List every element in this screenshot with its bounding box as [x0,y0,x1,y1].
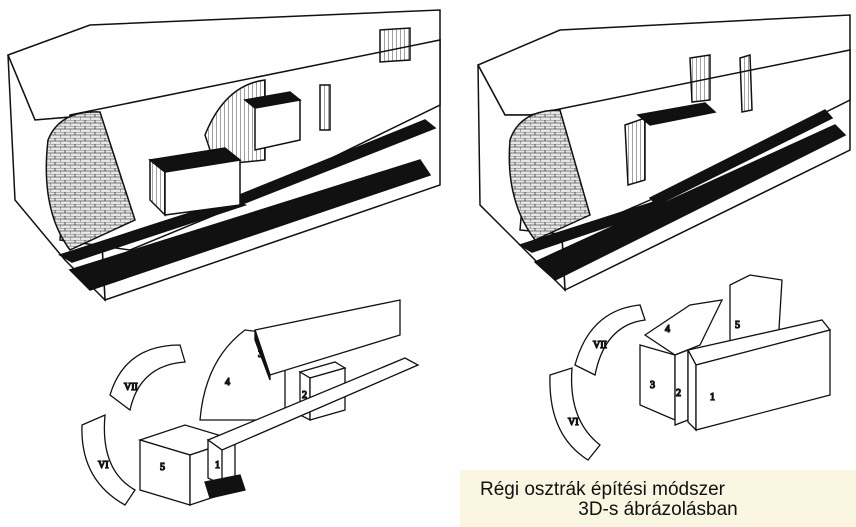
right-piece-3-label: 3 [650,380,655,391]
right-diagram-panel: VII VI 4 5 3 2 [460,0,856,527]
left-piece-VI-label: VI [98,460,109,471]
right-piece-1-label: 1 [710,392,715,403]
right-piece-VI-label: VI [568,417,579,428]
left-diagram-panel: VII VI 5 4 3 [7,9,441,506]
left-tunnel-block [7,9,441,302]
left-exploded-pieces: VII VI 5 4 3 [81,299,420,506]
right-piece-2: 2 [674,349,689,426]
left-piece-VI: VI [81,413,136,506]
right-tunnel-drawing: VII VI 4 5 3 2 [460,0,856,470]
left-piece-2-label: 2 [302,390,307,401]
right-piece-4: 4 [643,299,724,356]
right-piece-5-label: 5 [735,320,740,331]
left-piece-VII-label: VII [124,382,138,393]
left-piece-1-label: 1 [215,460,220,471]
left-piece-4-label: 4 [225,377,230,388]
right-piece-VI: VI [549,367,601,461]
right-exploded-pieces: VII VI 4 5 3 2 [549,274,832,461]
left-tunnel-drawing: VII VI 5 4 3 [7,9,441,506]
left-piece-3-label: 3 [258,349,263,360]
caption-line-2: 3D-s ábrázolásban [578,499,738,520]
right-piece-4-label: 4 [665,324,670,335]
right-piece-1: 1 [687,319,832,432]
left-piece-VII: VII [109,344,186,412]
left-piece-1: 1 [204,357,420,499]
caption-line-1: Régi osztrák építési módszer [480,479,725,500]
left-piece-5-label: 5 [160,462,165,473]
right-piece-VII-label: VII [593,340,607,351]
right-tunnel-block [476,14,851,292]
right-piece-2-label: 2 [676,388,681,399]
right-piece-VII: VII [574,304,646,376]
left-piece-3: 3 [254,299,401,381]
